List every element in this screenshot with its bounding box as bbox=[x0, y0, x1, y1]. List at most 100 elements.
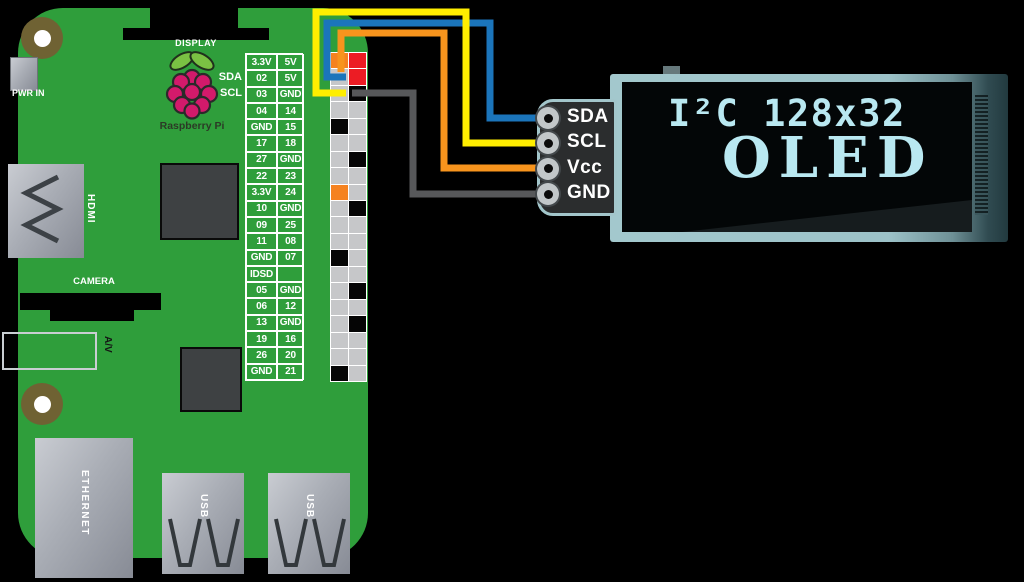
gpio-pin-header bbox=[330, 52, 367, 382]
gpio-cell: 26 bbox=[246, 347, 277, 364]
display-label: DISPLAY bbox=[175, 38, 217, 48]
header-pin-gray bbox=[331, 151, 348, 168]
gpio-cell: 02 bbox=[246, 70, 277, 87]
header-pin-gray bbox=[331, 283, 348, 299]
sda-row-label: SDA bbox=[218, 71, 242, 83]
gpio-cell: 20 bbox=[277, 347, 304, 364]
gpio-cell: 14 bbox=[277, 102, 304, 120]
header-pin-black bbox=[331, 250, 348, 266]
ethernet-label: ETHERNET bbox=[79, 470, 90, 536]
oled-pin-scl bbox=[537, 132, 559, 155]
power-label: PWR IN bbox=[12, 88, 45, 98]
header-pin-gray bbox=[349, 217, 366, 233]
usb-port-2 bbox=[268, 473, 350, 574]
scl-row-label: SCL bbox=[220, 87, 242, 99]
oled-pin-label-sda: SDA bbox=[567, 106, 609, 127]
pin-hole bbox=[543, 164, 553, 174]
gpio-cell: 27 bbox=[246, 151, 277, 169]
pin-hole bbox=[543, 189, 553, 199]
header-pin-black bbox=[331, 365, 348, 381]
pin-hole bbox=[543, 138, 553, 148]
header-pin-gray bbox=[331, 233, 348, 250]
gpio-cell: 07 bbox=[277, 249, 304, 266]
display-connector-upper bbox=[150, 8, 238, 28]
header-pin-gray bbox=[349, 233, 366, 250]
header-pin-black bbox=[349, 283, 366, 299]
gpio-cell: 5V bbox=[277, 54, 304, 71]
header-pin-gray bbox=[331, 332, 348, 349]
gpio-cell: 3.3V bbox=[246, 54, 277, 71]
gpio-cell: 04 bbox=[246, 102, 277, 120]
power-port bbox=[10, 57, 38, 91]
gpio-cell: GND bbox=[277, 200, 304, 217]
pin-hole bbox=[543, 113, 553, 123]
secondary-chip bbox=[180, 347, 242, 412]
logo-text: Raspberry Pi bbox=[159, 120, 225, 132]
usb-pins-icon bbox=[168, 518, 240, 567]
gpio-cell: 16 bbox=[277, 331, 304, 348]
header-pin-black bbox=[349, 151, 366, 168]
gpio-cell: GND bbox=[277, 282, 304, 299]
header-pin-gray bbox=[349, 118, 366, 135]
header-pin-orange bbox=[331, 53, 348, 69]
header-pin-black bbox=[349, 316, 366, 332]
gpio-cell: GND bbox=[246, 363, 277, 380]
header-pin-gray bbox=[349, 135, 366, 151]
gpio-cell: 18 bbox=[277, 135, 304, 152]
gpio-cell: GND bbox=[277, 86, 304, 103]
gpio-cell: GND bbox=[246, 119, 277, 136]
raspberry-pi-logo bbox=[165, 51, 219, 120]
header-pin-gray bbox=[331, 85, 348, 102]
header-pin-gray bbox=[349, 168, 366, 184]
header-pin-gray bbox=[349, 332, 366, 349]
gpio-cell: GND bbox=[246, 249, 277, 266]
oled-pin-vcc bbox=[537, 157, 559, 180]
gpio-cell: IDSD bbox=[246, 265, 277, 283]
gpio-cell: 09 bbox=[246, 216, 277, 234]
gpio-cell: 06 bbox=[246, 298, 277, 315]
header-pin-gray bbox=[349, 184, 366, 201]
gpio-cell: 22 bbox=[246, 168, 277, 185]
mounting-hole-center bbox=[33, 395, 51, 413]
camera-connector bbox=[20, 293, 161, 310]
usb1-label: USB bbox=[198, 494, 209, 519]
header-pin-gray bbox=[331, 168, 348, 184]
oled-pin-sda bbox=[537, 107, 559, 129]
gpio-cell: 13 bbox=[246, 314, 277, 332]
av-label: A/V bbox=[102, 336, 113, 353]
header-pin-gray bbox=[331, 266, 348, 283]
gpio-cell: 03 bbox=[246, 86, 277, 103]
header-pin-black bbox=[331, 118, 348, 135]
gpio-cell bbox=[277, 265, 304, 283]
mounting-hole-center bbox=[33, 29, 51, 47]
screen-text-line2: OLED bbox=[722, 125, 934, 191]
display-connector-lower bbox=[123, 28, 269, 40]
gpio-cell: 08 bbox=[277, 233, 304, 250]
gpio-cell: GND bbox=[277, 314, 304, 332]
header-pin-gray bbox=[331, 299, 348, 316]
gpio-cell: 11 bbox=[246, 233, 277, 250]
header-pin-gray bbox=[331, 135, 348, 151]
ethernet-port bbox=[35, 438, 133, 578]
hdmi-port bbox=[8, 164, 84, 258]
oled-pin-label-vcc: Vcc bbox=[567, 156, 603, 178]
usb-pins-icon bbox=[274, 518, 346, 567]
camera-connector-lower bbox=[50, 310, 134, 321]
header-pin-gray bbox=[349, 299, 366, 316]
hdmi-wave-icon bbox=[20, 174, 64, 244]
camera-label: CAMERA bbox=[73, 276, 115, 287]
oled-frame-tab bbox=[663, 66, 680, 75]
gpio-cell: 24 bbox=[277, 184, 304, 201]
gpio-cell: GND bbox=[277, 151, 304, 169]
mounting-hole-top bbox=[21, 17, 63, 59]
gpio-cell: 19 bbox=[246, 331, 277, 348]
header-pin-gray bbox=[349, 365, 366, 381]
header-pin-orange bbox=[331, 184, 348, 201]
header-pin-black bbox=[349, 201, 366, 217]
gpio-cell: 17 bbox=[246, 135, 277, 152]
header-pin-gray bbox=[349, 266, 366, 283]
gpio-cell: 12 bbox=[277, 298, 304, 315]
